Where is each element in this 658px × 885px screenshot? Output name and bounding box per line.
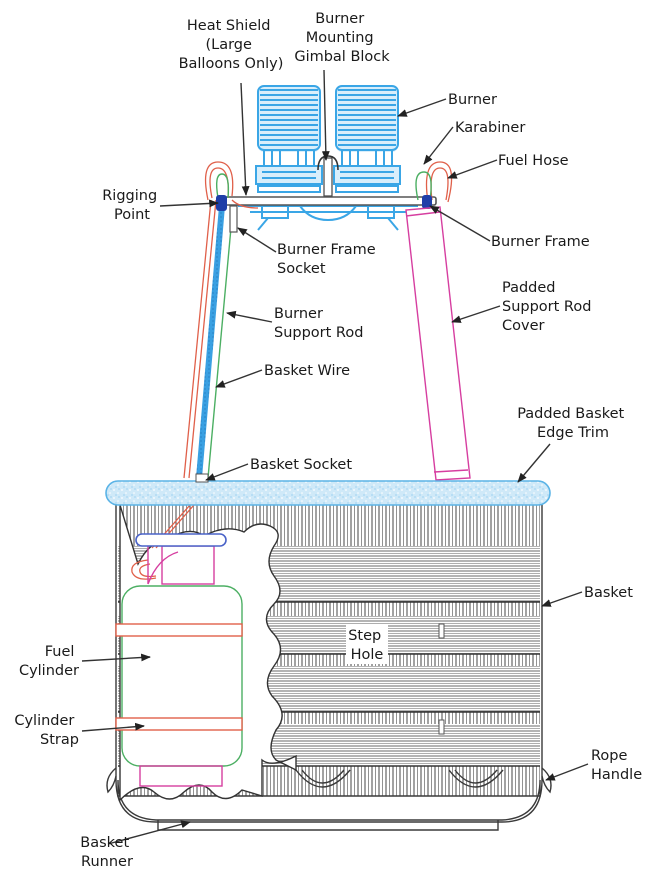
basket-wire	[196, 205, 225, 479]
leader-fuel-hose	[447, 159, 498, 179]
burner-frame	[221, 196, 437, 206]
label-basket-socket: Basket Socket	[250, 457, 352, 473]
cylinder-valve-ring	[135, 533, 227, 547]
burner-coil-left	[257, 85, 321, 166]
labels: Heat Shield (Large Balloons Only) Burner…	[14, 11, 642, 870]
leader-lines	[81, 69, 589, 845]
label-burner: Burner	[448, 92, 497, 108]
label-step-hole: Step Hole	[348, 628, 386, 663]
label-karabiner: Karabiner	[455, 120, 525, 136]
fuel-cylinder	[115, 504, 243, 787]
burner-coil-right	[335, 85, 399, 166]
burner-valve-blocks	[255, 165, 401, 193]
leader-burner-support-rod	[226, 310, 273, 323]
rigging-point-right	[422, 195, 432, 209]
label-fuel-cylinder: Fuel Cylinder	[19, 644, 79, 679]
leader-rigging-point	[159, 199, 219, 208]
label-fuel-hose: Fuel Hose	[498, 153, 569, 169]
burner-frame-socket	[229, 205, 238, 233]
right-rigging	[405, 161, 471, 481]
inner-rope-handle	[448, 769, 504, 788]
leader-gimbal-block	[321, 69, 330, 161]
basket-runner	[157, 820, 499, 831]
leader-fuel-cylinder	[81, 653, 151, 662]
inner-rope-handle	[295, 769, 351, 788]
basket-body	[115, 500, 543, 823]
label-padded-basket-edge-trim: Padded Basket Edge Trim	[517, 406, 629, 441]
burner-lower-fittings	[238, 205, 418, 231]
label-burner-support-rod: Burner Support Rod	[274, 306, 363, 341]
label-padded-support-rod-cover: Padded Support Rod Cover	[502, 280, 596, 334]
basket-socket	[195, 473, 209, 483]
label-basket: Basket	[584, 585, 633, 601]
karabiner-left	[215, 173, 230, 199]
label-basket-wire: Basket Wire	[264, 363, 350, 379]
leader-burner	[397, 98, 447, 117]
leader-basket-wire	[215, 369, 263, 388]
leader-rope-handle	[545, 763, 589, 781]
cylinder-strap	[115, 717, 243, 731]
leader-heat-shield	[240, 82, 250, 196]
karabiner-right	[415, 171, 432, 201]
leader-basket-socket	[205, 463, 249, 481]
left-rigging	[183, 161, 259, 479]
padded-support-rod-cover	[405, 206, 471, 481]
step-hole	[346, 624, 388, 664]
rope-handle-left	[106, 767, 117, 794]
leader-padded-support-rod-cover	[451, 305, 501, 323]
label-basket-runner: Basket Runner	[80, 835, 133, 870]
padded-basket-edge-trim	[105, 480, 551, 506]
label-gimbal-block: Burner Mounting Gimbal Block	[294, 11, 390, 65]
label-cylinder-strap: Cylinder Strap	[14, 713, 79, 748]
label-burner-frame: Burner Frame	[491, 234, 590, 250]
burner-assembly	[238, 85, 418, 231]
burner-support-rod	[207, 205, 234, 479]
label-burner-frame-socket: Burner Frame Socket	[277, 242, 380, 277]
leader-karabiner	[423, 126, 454, 165]
leader-edge-trim	[517, 443, 551, 483]
leader-basket	[541, 591, 583, 607]
leader-basket-runner	[107, 820, 191, 845]
label-heat-shield: Heat Shield (Large Balloons Only)	[179, 18, 284, 72]
label-rigging-point: Rigging Point	[102, 188, 162, 223]
leader-burner-frame	[429, 205, 491, 242]
cylinder-strap-upper	[115, 623, 243, 637]
label-rope-handle: Rope Handle	[591, 748, 642, 783]
leader-burner-frame-socket	[237, 227, 277, 253]
leader-cylinder-strap	[81, 722, 145, 732]
